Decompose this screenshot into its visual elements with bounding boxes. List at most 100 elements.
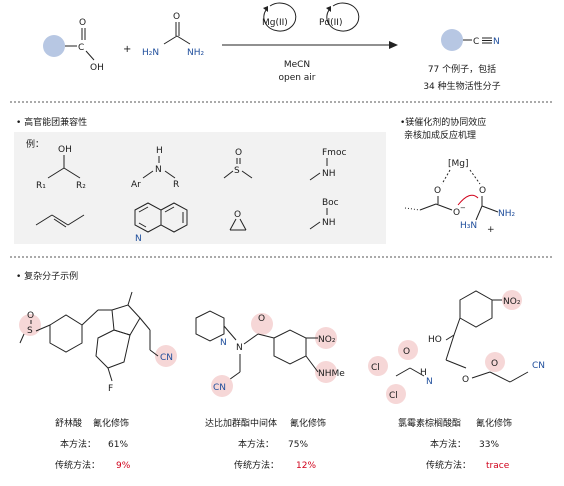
example-chloramphenicol: NO₂ HO H N O O CN O Cl Cl 氯霉素棕榈酸酯 氰化修饰 本…	[368, 290, 545, 471]
svg-text:N: N	[220, 338, 227, 348]
group-boc-amine: Boc NH	[309, 198, 339, 230]
mg-catalyst-label: Mg(II)	[262, 18, 288, 28]
example-3-tag: 氰化修饰	[476, 417, 512, 429]
svg-text:S: S	[27, 326, 33, 336]
group-quinoline: N	[134, 202, 188, 244]
svg-text:O: O	[258, 314, 265, 324]
svg-text:Boc: Boc	[322, 198, 339, 208]
svg-text:CN: CN	[160, 353, 173, 363]
example-2-tag: 氰化修饰	[290, 417, 326, 429]
svg-text:CN: CN	[532, 361, 545, 371]
tolerance-heading: • 高官能团兼容性	[16, 116, 87, 128]
example-1-trad-value: 9%	[116, 461, 131, 471]
example-sulindac: O S F CN 舒林酸 氰化修饰 本方法： 61% 传统方法： 9%	[19, 291, 177, 471]
svg-text:O: O	[491, 359, 498, 369]
svg-text:O: O	[403, 347, 410, 357]
svg-text:H₃N: H₃N	[460, 221, 477, 231]
group-secondary-amine: H N Ar R	[131, 146, 179, 190]
example-label: 例：	[26, 138, 44, 150]
example-2-trad-label: 传统方法：	[234, 459, 279, 471]
tolerance-panel	[14, 132, 386, 244]
example-3-this-value: 33%	[479, 440, 499, 450]
svg-text:CN: CN	[213, 383, 226, 393]
mechanism-heading-2: 亲核加成反应机理	[404, 129, 476, 141]
acid-carbon: C	[78, 43, 84, 53]
svg-text:NH: NH	[322, 218, 336, 228]
svg-text:NO₂: NO₂	[318, 335, 336, 345]
examples-heading: • 复杂分子示例	[16, 270, 78, 282]
svg-text:Fmoc: Fmoc	[322, 148, 346, 158]
svg-text:R₂: R₂	[76, 181, 86, 191]
example-3-trad-label: 传统方法：	[426, 459, 471, 471]
summary-line-1: 77 个例子，包括	[428, 63, 496, 75]
svg-text:O: O	[462, 375, 469, 385]
example-1-this-value: 61%	[108, 440, 128, 450]
example-3-name: 氯霉素棕榈酸酯	[398, 417, 461, 429]
mechanism-section: •镁催化剂的协同效应 亲核加成反应机理 [Mg] O O − O NH₂ H₃N…	[400, 116, 516, 235]
nitrile-carbon: C	[473, 37, 479, 47]
example-2-trad-value: 12%	[296, 461, 316, 471]
svg-text:Cl: Cl	[389, 391, 398, 401]
urea-nh2-left: H₂N	[142, 48, 159, 58]
svg-text:N: N	[135, 234, 142, 244]
example-1-tag: 氰化修饰	[93, 417, 129, 429]
svg-text:F: F	[108, 384, 113, 394]
urea-nh2-right: NH₂	[187, 48, 205, 58]
solvent-label: MeCN	[284, 60, 310, 70]
mg-catalyst-cycle: Mg(II)	[262, 2, 297, 32]
svg-text:N: N	[236, 343, 243, 353]
svg-text:N: N	[155, 165, 162, 175]
svg-text:NHMe: NHMe	[318, 369, 345, 379]
svg-text:R: R	[173, 180, 179, 190]
svg-text:O: O	[235, 148, 242, 158]
svg-text:NO₂: NO₂	[503, 297, 521, 307]
acid-carbonyl-o: O	[79, 18, 86, 28]
svg-text:Ar: Ar	[131, 180, 141, 190]
mechanism-heading-1: •镁催化剂的协同效应	[400, 116, 486, 128]
svg-text:NH: NH	[322, 169, 336, 179]
group-fmoc-amine: Fmoc NH	[309, 148, 346, 181]
example-1-name: 舒林酸	[55, 417, 82, 429]
example-2-this-label: 本方法：	[238, 438, 274, 450]
svg-text:−: −	[460, 204, 466, 212]
group-sulfoxide: O S	[223, 148, 253, 179]
pd-catalyst-label: Pd(II)	[319, 18, 342, 28]
svg-text:R₁: R₁	[36, 181, 46, 191]
svg-text:H: H	[420, 368, 427, 378]
group-alkene	[35, 214, 85, 228]
example-3-trad-value: trace	[486, 461, 510, 471]
group-epoxide: O	[229, 210, 247, 231]
svg-text:O: O	[453, 208, 460, 218]
example-1-this-label: 本方法：	[60, 438, 96, 450]
plus-sign: +	[123, 44, 131, 55]
svg-text:S: S	[234, 166, 240, 176]
urea-o: O	[173, 12, 180, 22]
svg-text:HO: HO	[428, 335, 442, 345]
tolerance-section: • 高官能团兼容性 例： OH R₁ R₂ H N Ar R O S	[14, 116, 386, 244]
svg-text:O: O	[27, 311, 34, 321]
example-1-trad-label: 传统方法：	[55, 459, 100, 471]
summary-line-2: 34 种生物活性分子	[423, 80, 500, 92]
example-3-this-label: 本方法：	[430, 438, 466, 450]
mg-center: [Mg]	[448, 159, 469, 169]
reaction-equation: C O OH + O H₂N NH₂ Mg(II) Pd(II) MeCN op…	[43, 2, 501, 92]
example-2-this-value: 75%	[288, 440, 308, 450]
svg-text:H: H	[156, 146, 163, 156]
svg-text:Cl: Cl	[371, 363, 380, 373]
example-dabigatran: O N N NO₂ NHMe CN 达比加群酯中间体 氰化修饰 本方法： 75%…	[195, 310, 345, 471]
pd-catalyst-cycle: Pd(II)	[319, 2, 360, 32]
nitrile-nitrogen: N	[493, 37, 500, 47]
svg-text:OH: OH	[58, 145, 72, 155]
svg-text:O: O	[434, 186, 441, 196]
conditions-label: open air	[278, 73, 315, 83]
product-ball	[441, 29, 463, 51]
svg-text:N: N	[426, 377, 433, 387]
group-secondary-alcohol: OH R₁ R₂	[36, 145, 86, 191]
svg-text:O: O	[479, 186, 486, 196]
svg-text:O: O	[234, 210, 241, 220]
svg-text:NH₂: NH₂	[498, 209, 516, 219]
acid-hydroxyl: OH	[90, 63, 104, 73]
example-2-name: 达比加群酯中间体	[205, 417, 277, 429]
substrate-ball	[43, 35, 65, 57]
